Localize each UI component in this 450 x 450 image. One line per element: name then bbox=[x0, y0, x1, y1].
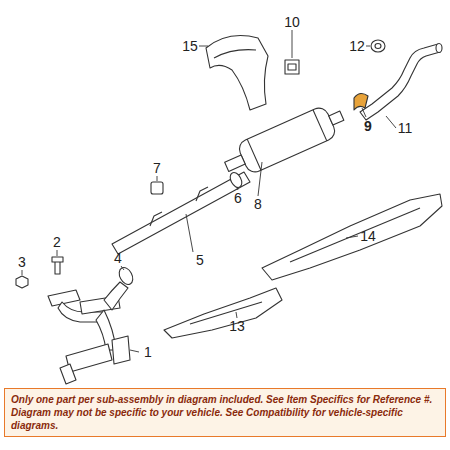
notice-text: Only one part per sub-assembly in diagra… bbox=[11, 393, 439, 432]
callout-number: 15 bbox=[182, 39, 198, 53]
pipe-clamp bbox=[228, 171, 244, 190]
callout-number: 13 bbox=[229, 319, 245, 333]
callout-number: 10 bbox=[284, 15, 300, 29]
callout-number: 8 bbox=[254, 197, 262, 211]
hanger bbox=[285, 60, 299, 74]
bolt bbox=[52, 257, 63, 274]
callout-number: 11 bbox=[398, 121, 413, 135]
intermediate-pipe bbox=[112, 172, 250, 254]
callout-number: 6 bbox=[234, 191, 242, 205]
tailpipe bbox=[360, 44, 440, 120]
callout-number: 1 bbox=[144, 345, 152, 359]
callout-number: 12 bbox=[349, 39, 365, 53]
callout-number: 9 bbox=[364, 119, 372, 133]
hanger bbox=[151, 182, 163, 194]
nut bbox=[16, 276, 28, 288]
callout-number: 14 bbox=[360, 229, 376, 243]
grommet bbox=[371, 40, 385, 52]
underbody-shield bbox=[164, 288, 282, 338]
notice-box: Only one part per sub-assembly in diagra… bbox=[4, 388, 446, 437]
muffler bbox=[220, 100, 349, 182]
callout-number: 7 bbox=[153, 161, 161, 175]
callout-number: 4 bbox=[114, 251, 122, 265]
callout-number: 2 bbox=[53, 235, 61, 249]
callout-number: 5 bbox=[196, 253, 204, 267]
leader-lines bbox=[22, 30, 396, 352]
heat-shield bbox=[206, 36, 268, 110]
catalytic-converter-pipe bbox=[48, 282, 130, 384]
underbody-shield bbox=[262, 194, 442, 280]
callout-number: 3 bbox=[18, 255, 26, 269]
